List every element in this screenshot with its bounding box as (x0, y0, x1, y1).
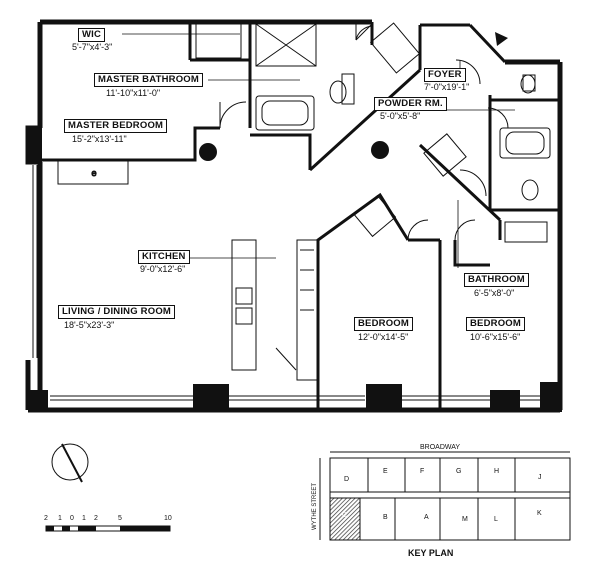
room-name-powder-rm: POWDER RM. (374, 97, 447, 111)
key-plan-unit: G (456, 468, 462, 475)
room-dims-master-bathroom: 11'-10"x11'-0" (106, 88, 161, 98)
scale-bar (45, 525, 171, 532)
room-dims-bedroom-1: 12'-0"x14'-5" (358, 332, 409, 342)
scale-tick: 1 (58, 515, 62, 522)
scale-seg (62, 526, 70, 531)
svg-text:e: e (91, 168, 96, 178)
structural-columns (28, 128, 562, 412)
windows (32, 165, 552, 401)
key-plan-title: KEY PLAN (408, 548, 454, 558)
scale-tick: 1 (82, 515, 86, 522)
key-plan-unit: C (342, 512, 348, 519)
scale-tick: 0 (70, 515, 74, 522)
key-plan-unit: F (420, 468, 425, 475)
scale-seg (46, 526, 54, 531)
north-arrow-icon (51, 443, 89, 483)
key-plan-unit: H (494, 468, 500, 475)
room-dims-foyer: 7'-0"x19'-1" (424, 82, 470, 92)
key-plan-street-side: WYTHE STREET (312, 482, 318, 530)
room-name-kitchen: KITCHEN (138, 250, 190, 264)
exterior-walls (25, 19, 563, 413)
scale-tick: 10 (164, 515, 172, 522)
key-plan-unit: D (344, 476, 350, 483)
key-plan-unit: J (538, 474, 542, 481)
key-plan-unit: L (494, 516, 498, 523)
interior-walls (40, 22, 560, 410)
room-name-wic: WIC (78, 28, 106, 42)
room-name-bedroom-1: BEDROOM (354, 317, 414, 331)
room-name-master-bedroom: MASTER BEDROOM (64, 119, 168, 133)
room-name-bathroom: BATHROOM (464, 273, 529, 287)
room-dims-master-bedroom: 15'-2"x13'-11" (72, 134, 127, 144)
room-dims-living-dining: 18'-5"x23'-3" (64, 320, 115, 330)
key-plan-unit: K (537, 510, 542, 517)
scale-seg (78, 526, 96, 531)
scale-tick: 2 (94, 515, 98, 522)
key-plan-unit: B (383, 514, 388, 521)
room-name-bedroom-2: BEDROOM (466, 317, 526, 331)
key-plan-unit: M (462, 516, 468, 523)
key-plan-unit: E (383, 468, 388, 475)
key-plan (319, 451, 571, 541)
scale-tick: 2 (44, 515, 48, 522)
key-plan-unit: A (424, 514, 429, 521)
room-dims-powder-rm: 5'-0"x5'-8" (380, 111, 421, 121)
room-dims-kitchen: 9'-0"x12'-6" (140, 264, 186, 274)
entry-arrow-icon (495, 32, 508, 46)
room-dims-bathroom: 6'-5"x8'-0" (474, 288, 515, 298)
room-dims-wic: 5'-7"x4'-3" (72, 42, 113, 52)
room-name-master-bathroom: MASTER BATHROOM (94, 73, 203, 87)
room-name-living-dining: LIVING / DINING ROOM (58, 305, 176, 319)
scale-seg (120, 526, 170, 531)
room-name-foyer: FOYER (424, 68, 466, 82)
key-plan-street-top: BROADWAY (420, 444, 461, 451)
fixtures: e (57, 22, 551, 381)
room-dims-bedroom-2: 10'-6"x15'-6" (470, 332, 521, 342)
scale-tick: 5 (118, 515, 122, 522)
